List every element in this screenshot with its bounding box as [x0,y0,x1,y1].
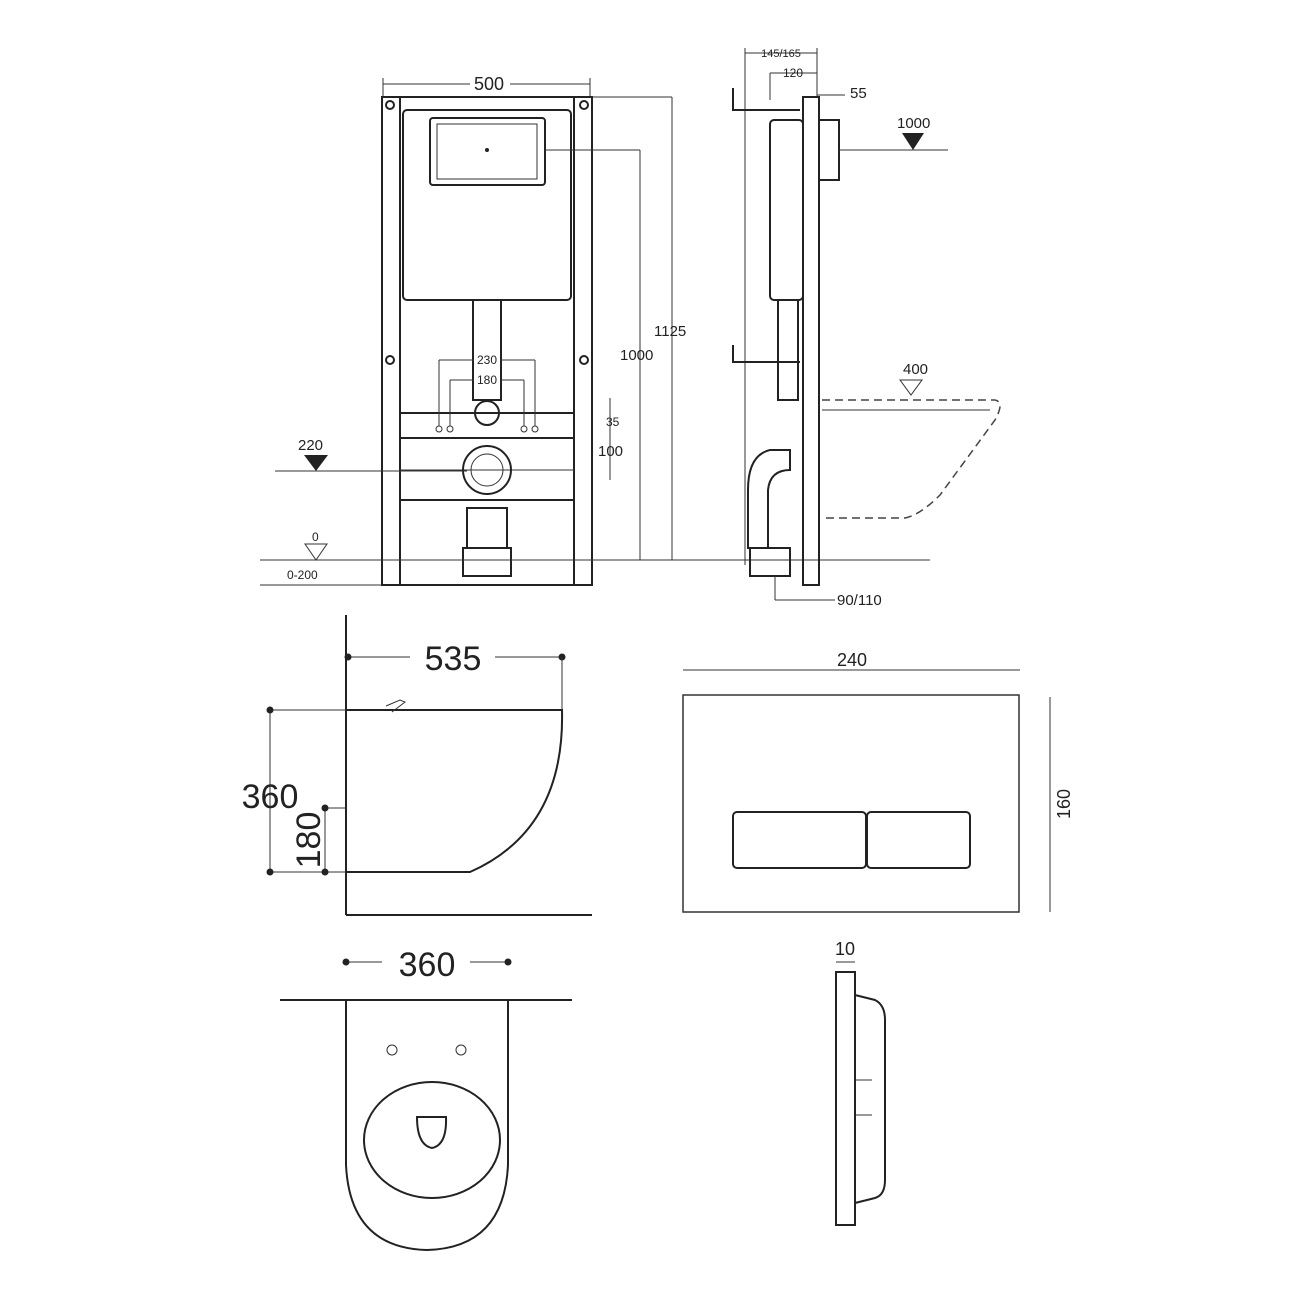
dim-535: 535 [425,640,482,678]
dim-160: 160 [1054,789,1074,819]
dim-90-110: 90/110 [837,592,882,609]
dim-1000: 1000 [620,347,653,364]
dim-frame-width: 500 [474,74,504,94]
dim-0-200: 0-200 [287,568,318,582]
front-view-frame: 500 [381,74,593,586]
dim-180: 180 [477,373,497,387]
dim-230: 230 [477,353,497,367]
dim-180-height: 180 [290,812,328,869]
dim-240: 240 [837,650,867,670]
dim-220: 220 [298,437,323,454]
dim-100: 100 [598,443,623,460]
dim-120: 120 [783,66,803,80]
dim-1125: 1125 [654,323,686,340]
level-marker-filled [304,455,328,471]
dim-145-165: 145/165 [761,48,801,60]
dim-360-width: 360 [399,946,456,984]
dim-360-height: 360 [242,778,299,816]
dim-side-1000: 1000 [897,115,930,132]
dim-400: 400 [903,361,928,378]
flush-plate-front: 240 160 [682,650,1074,913]
dim-10: 10 [835,939,855,959]
bowl-outline-dashed [822,399,1001,519]
level-marker-open [304,543,328,561]
flush-plate-side: 10 [835,939,886,1226]
side-view: 145/165 120 55 90/110 1000 400 [732,48,1001,609]
dim-55: 55 [850,85,867,102]
front-view-dimensions: 230 180 35 100 1000 1125 220 0 0-200 [260,96,930,586]
bowl-top-view: 360 [280,946,572,1252]
dim-35: 35 [606,415,620,429]
bowl-side-view: 535 360 180 [242,615,592,916]
dim-0: 0 [312,530,319,544]
